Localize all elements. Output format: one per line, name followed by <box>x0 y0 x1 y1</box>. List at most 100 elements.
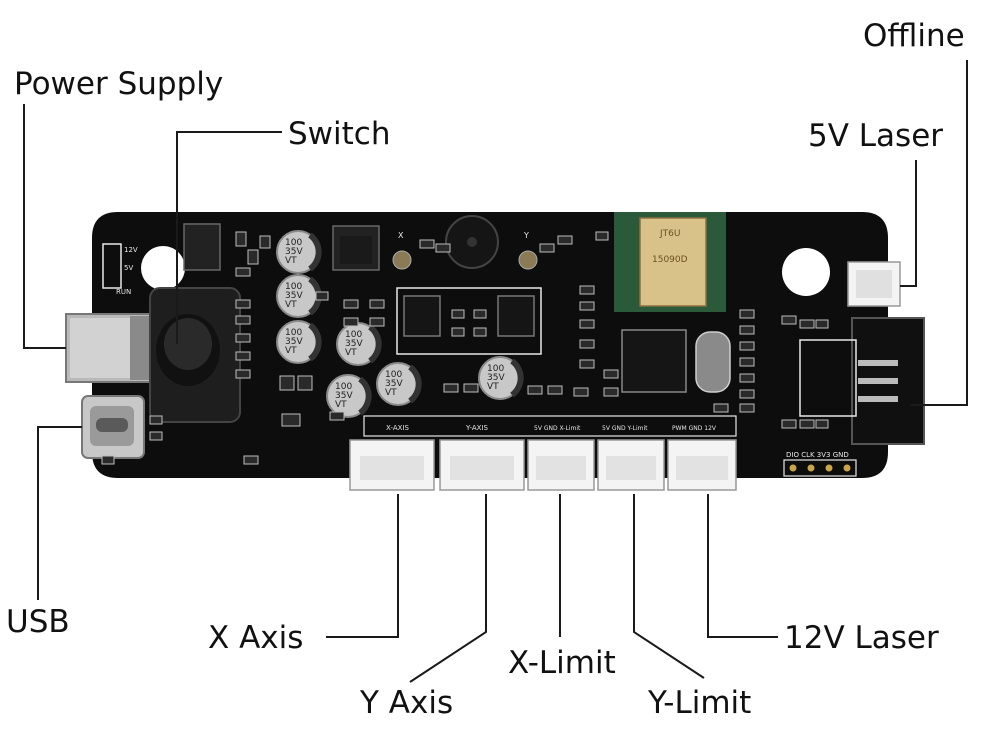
silk-x: X <box>398 231 404 240</box>
smd-part <box>235 369 251 379</box>
dc-power-jack <box>65 313 155 383</box>
smd-part <box>547 385 563 395</box>
smd-part <box>343 317 359 327</box>
smd-part <box>781 419 797 429</box>
smd-part <box>297 375 313 391</box>
capacitor-label: 35V <box>487 373 505 383</box>
leader-y-limit <box>633 494 705 679</box>
wifi-module: JT6U 15090D <box>614 212 726 312</box>
smd-part <box>235 231 247 247</box>
smd-part <box>713 403 729 413</box>
y-limit-connector <box>597 439 665 491</box>
smd-part <box>235 299 251 309</box>
label-x-limit: X-Limit <box>508 645 616 681</box>
x-trimmer <box>392 250 412 270</box>
smd-part <box>435 243 451 253</box>
driver-chip-frame <box>396 287 542 355</box>
smd-part <box>557 235 573 245</box>
capacitor-label: VT <box>487 382 499 392</box>
x-driver-chip <box>403 295 441 337</box>
label-5v-laser: 5V Laser <box>808 118 944 154</box>
smd-part <box>739 357 755 367</box>
smd-part <box>799 419 815 429</box>
capacitor-label: VT <box>385 388 397 398</box>
capacitor-label: 35V <box>285 337 303 347</box>
y-axis-connector <box>439 439 525 491</box>
label-y-limit: Y-Limit <box>648 685 752 721</box>
smd-part <box>603 369 619 379</box>
wifi-module-code: 15090D <box>652 255 688 265</box>
smd-part <box>579 319 595 329</box>
smd-part <box>279 375 295 391</box>
y-driver-chip <box>497 295 535 337</box>
smd-part <box>473 309 487 319</box>
mcu-chip <box>621 329 687 393</box>
smd-part <box>419 239 435 249</box>
smd-part <box>473 327 487 337</box>
smd-part <box>443 383 459 393</box>
smd-part <box>739 341 755 351</box>
label-usb: USB <box>6 604 70 640</box>
smd-part <box>329 411 345 421</box>
smd-part <box>579 285 595 295</box>
smd-part <box>815 419 829 429</box>
silk-12v: 12V <box>124 246 138 254</box>
capacitor-label: 100 <box>285 238 302 248</box>
label-12v-laser: 12V Laser <box>784 620 939 656</box>
smd-part <box>369 299 385 309</box>
smd-part <box>603 387 619 397</box>
capacitor-label: 35V <box>285 247 303 257</box>
debug-header-pins <box>783 459 857 477</box>
leader-x-axis <box>326 494 399 638</box>
y-trimmer <box>518 250 538 270</box>
smd-part <box>579 301 595 311</box>
smd-part <box>595 231 609 241</box>
smd-part <box>281 413 301 427</box>
capacitor-label: VT <box>285 256 297 266</box>
smd-part <box>315 291 329 301</box>
smd-part <box>463 383 479 393</box>
smd-part <box>579 359 595 369</box>
smd-part <box>815 319 829 329</box>
laser-header-right <box>799 317 925 445</box>
label-y-axis: Y Axis <box>360 685 454 721</box>
silk-y-limit-header: 5V GND Y-Limit <box>602 425 648 432</box>
leader-switch <box>176 131 282 344</box>
smd-part <box>101 455 115 465</box>
capacitor-label: 35V <box>345 339 363 349</box>
capacitor-label: 35V <box>285 291 303 301</box>
silk-run: RUN <box>116 288 131 296</box>
smd-part <box>343 299 359 309</box>
laser-12v-connector <box>667 439 737 491</box>
smd-part <box>235 315 251 325</box>
capacitor-label: VT <box>335 400 347 410</box>
smd-part <box>149 431 163 441</box>
leader-usb <box>37 426 82 600</box>
capacitor-label: VT <box>285 346 297 356</box>
label-power-supply: Power Supply <box>14 66 224 102</box>
silk-x-limit-header: 5V GND X-Limit <box>534 425 581 432</box>
smd-part <box>573 387 589 397</box>
status-led-block <box>102 243 122 289</box>
silk-y-axis-header: Y-AXIS <box>465 424 488 432</box>
crystal-oscillator <box>695 331 731 393</box>
smd-part <box>247 249 259 265</box>
leader-lines <box>23 60 968 683</box>
label-x-axis: X Axis <box>208 620 304 656</box>
smd-part <box>235 333 251 343</box>
capacitor-label: VT <box>285 300 297 310</box>
smd-part <box>369 317 385 327</box>
capacitor-label: VT <box>345 348 357 358</box>
smd-part <box>149 415 163 425</box>
silk-5v: 5V <box>124 264 133 272</box>
laser-5v-connector <box>847 261 901 307</box>
header-label-frame <box>363 415 737 437</box>
x-axis-connector <box>349 439 435 491</box>
silk-laser-header: PWM GND 12V <box>672 425 717 432</box>
capacitor-label: 100 <box>285 282 302 292</box>
capacitor-label: 100 <box>335 382 352 392</box>
